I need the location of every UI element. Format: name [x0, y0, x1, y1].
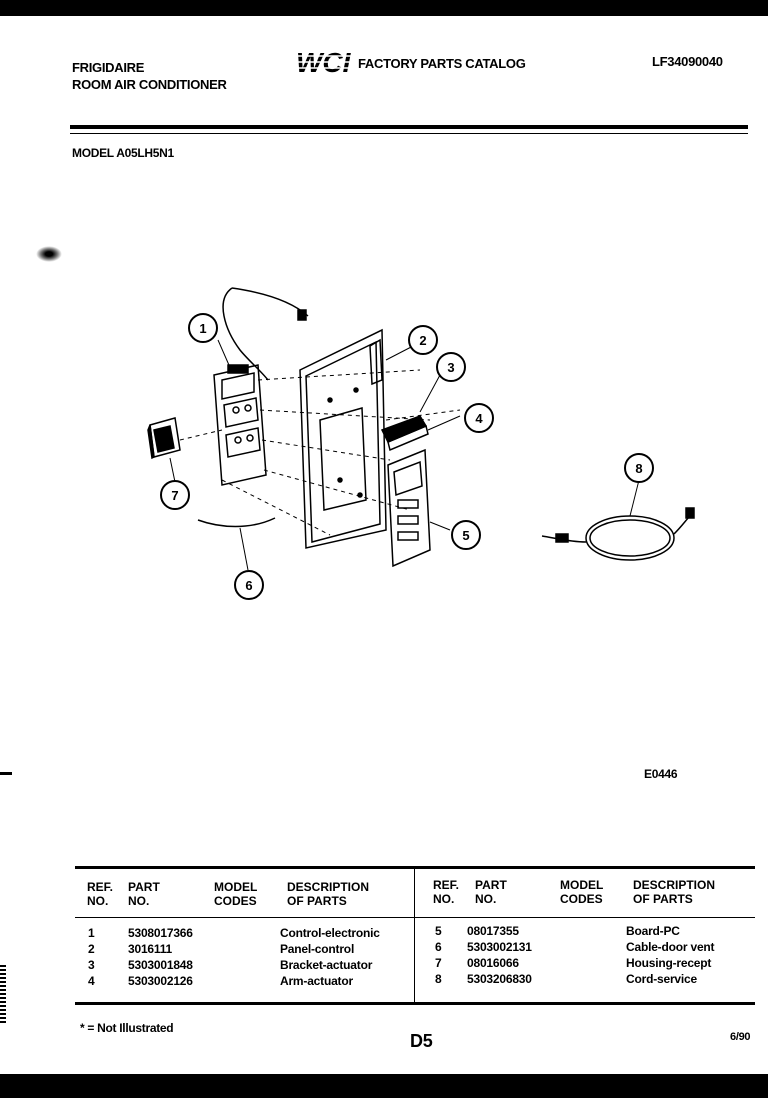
part-board-pc	[387, 448, 431, 568]
figure-code: E0446	[644, 767, 678, 781]
bottom-border	[0, 1074, 768, 1098]
catalog-title: FACTORY PARTS CATALOG	[358, 56, 526, 71]
scan-mark	[0, 772, 12, 775]
model-label: MODEL A05LH5N1	[72, 146, 174, 160]
scan-edge	[0, 965, 6, 1025]
header-ref: REF.NO.	[87, 880, 114, 908]
page-number: D5	[410, 1031, 433, 1051]
part-housing-recept	[147, 417, 181, 460]
top-border	[0, 0, 768, 16]
part-cable-door-vent	[197, 517, 276, 528]
table-rule-bottom	[75, 1002, 755, 1005]
brand-name: FRIGIDAIRE	[72, 60, 145, 75]
wci-logo: WCI	[294, 48, 354, 76]
footnote: * = Not Illustrated	[80, 1021, 174, 1035]
part-panel-control	[299, 328, 387, 549]
product-name: ROOM AIR CONDITIONER	[72, 77, 227, 92]
header-rule-thick	[70, 125, 748, 129]
exploded-parts-diagram	[147, 287, 695, 571]
scan-blot	[36, 246, 62, 262]
table-divider	[414, 869, 415, 1002]
header-rule-thin	[70, 133, 748, 134]
table-rule-header	[75, 917, 755, 918]
part-cord-service	[541, 507, 695, 561]
part-control-electronic	[213, 287, 309, 486]
catalog-number: LF34090040	[652, 54, 723, 69]
header-ref-right: REF.NO.	[433, 878, 460, 906]
table-rule-top	[75, 866, 755, 869]
part-actuator	[380, 415, 429, 452]
revision-date: 6/90	[730, 1031, 751, 1043]
